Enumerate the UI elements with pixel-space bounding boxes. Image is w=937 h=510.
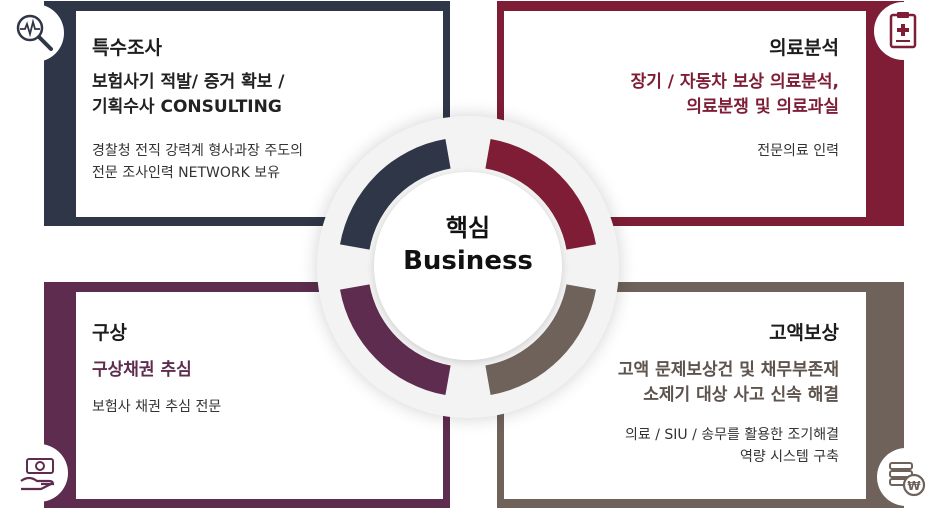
center-ring — [340, 139, 596, 395]
description-line: 전문 조사인력 NETWORK 보유 — [92, 165, 281, 181]
coin-stack-won-icon: ₩ — [877, 448, 935, 506]
magnifier-pulse-icon — [6, 4, 64, 62]
center-title-ko: 핵심 — [445, 214, 491, 242]
quadrant-special-investigation — [44, 1, 450, 226]
center-title-en: Business — [403, 246, 533, 276]
quadrant-recourse — [44, 282, 450, 508]
high-value-description: 의료 / SIU / 송무를 활용한 조기해결 역량 시스템 구축 — [625, 424, 839, 468]
description-line: 역량 시스템 구축 — [739, 449, 839, 465]
medical-analysis-description: 전문의료 인력 — [757, 140, 839, 162]
svg-text:₩: ₩ — [907, 479, 921, 493]
special-investigation-description: 경찰청 전직 강력계 형사과장 주도의 전문 조사인력 NETWORK 보유 — [92, 140, 303, 184]
description-line: 경찰청 전직 강력계 형사과장 주도의 — [92, 143, 303, 159]
headline-line: 보험사기 적발/ 증거 확보 / — [92, 72, 285, 92]
high-value-headline: 고액 문제보상건 및 채무부존재 소제기 대상 사고 신속 해결 — [618, 358, 839, 408]
description-line: 전문의료 인력 — [757, 143, 839, 159]
recourse-description: 보험사 채권 추심 전문 — [92, 396, 221, 418]
center-title: 핵심 Business — [374, 212, 562, 278]
description-line: 의료 / SIU / 송무를 활용한 조기해결 — [625, 427, 839, 443]
ring-arc-bottom-right — [485, 284, 596, 395]
headline-line: 소제기 대상 사고 신속 해결 — [643, 385, 839, 405]
special-investigation-title: 특수조사 — [92, 37, 162, 59]
headline-line: 고액 문제보상건 및 채무부존재 — [617, 360, 839, 380]
headline-line: 의료분쟁 및 의료과실 — [686, 97, 839, 117]
medical-clipboard-icon — [874, 2, 932, 60]
recourse-headline: 구상채권 추심 — [92, 358, 192, 383]
description-line: 보험사 채권 추심 전문 — [92, 399, 222, 415]
ring-arc-top-right — [485, 139, 596, 250]
high-value-title: 고액보상 — [769, 322, 839, 344]
headline-line: 장기 / 자동차 보상 의료분석, — [630, 72, 839, 92]
recourse-title: 구상 — [92, 322, 127, 344]
center-core — [374, 172, 562, 360]
ring-arc-top-left — [340, 139, 451, 250]
medical-analysis-headline: 장기 / 자동차 보상 의료분석, 의료분쟁 및 의료과실 — [631, 70, 839, 120]
medical-analysis-title: 의료분석 — [769, 37, 839, 59]
ring-arc-bottom-left — [340, 284, 451, 395]
headline-line: 기획수사 CONSULTING — [92, 97, 282, 117]
hand-money-icon — [10, 444, 68, 502]
headline-line: 구상채권 추심 — [92, 360, 192, 380]
special-investigation-headline: 보험사기 적발/ 증거 확보 / 기획수사 CONSULTING — [92, 70, 285, 120]
